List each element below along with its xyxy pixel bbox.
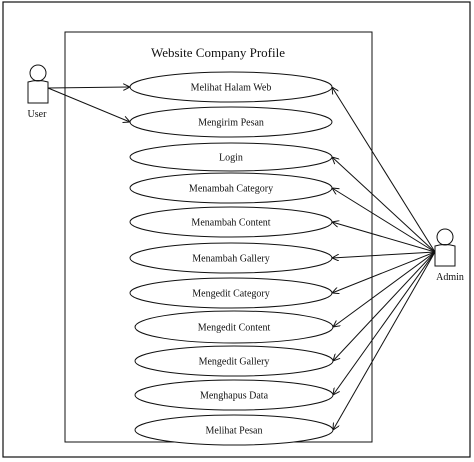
- use-case-mengedit-gallery: Mengedit Gallery: [134, 345, 334, 377]
- use-case-menambah-gallery: Menambah Gallery: [129, 242, 333, 274]
- use-case-melihat-pesan: Melihat Pesan: [134, 414, 334, 446]
- actor-user-label: User: [28, 109, 48, 120]
- use-case-ellipse: [129, 206, 333, 238]
- admin-head-icon: [436, 228, 454, 246]
- use-case-ellipse: [134, 379, 334, 411]
- association-admin-menghapus-data: [333, 251, 436, 395]
- use-case-mengedit-content: Mengedit Content: [134, 310, 334, 344]
- use-case-menambah-category: Menambah Category: [129, 172, 333, 204]
- association-admin-melihat-halam-web: [332, 87, 436, 253]
- use-case-menambah-content: Menambah Content: [129, 206, 333, 238]
- use-case-ellipse: [129, 172, 333, 204]
- use-case-label: Mengedit Content: [198, 323, 271, 334]
- association-admin-mengedit-category: [332, 251, 436, 293]
- association-admin-mengedit-gallery: [333, 251, 436, 361]
- use-case-ellipse: [129, 277, 333, 309]
- use-case-label: Mengedit Category: [192, 289, 269, 300]
- association-admin-menambah-category: [332, 188, 436, 253]
- actor-admin-label: Admin: [436, 272, 464, 283]
- use-case-melihat-halam-web: Melihat Halam Web: [129, 71, 333, 103]
- use-case-label: Melihat Halam Web: [191, 83, 272, 94]
- use-case-label: Menambah Content: [191, 218, 270, 229]
- association-user-mengirim-pesan: [47, 87, 130, 122]
- actor-admin: Admin: [434, 228, 464, 283]
- use-case-ellipse: [129, 71, 333, 103]
- association-lines: [47, 87, 436, 430]
- use-case-ellipse: [134, 414, 334, 446]
- use-case-mengedit-category: Mengedit Category: [129, 277, 333, 309]
- use-case-ellipse: [134, 345, 334, 377]
- use-case-login: Login: [129, 142, 333, 172]
- use-case-label: Menambah Gallery: [192, 254, 269, 265]
- use-case-ellipse: [129, 142, 333, 172]
- use-case-label: Menghapus Data: [200, 391, 269, 402]
- outer-frame: [2, 1, 471, 458]
- use-case-ellipse: [134, 310, 334, 344]
- association-user-melihat-halam-web: [47, 87, 130, 88]
- association-admin-melihat-pesan: [333, 251, 436, 430]
- use-case-label: Login: [219, 153, 243, 164]
- system-title: Website Company Profile: [151, 45, 285, 60]
- association-admin-login: [332, 157, 436, 253]
- use-case-label: Mengirim Pesan: [198, 118, 264, 129]
- user-head-icon: [29, 64, 47, 82]
- admin-body-icon: [434, 244, 456, 267]
- use-case-ellipse: [129, 106, 333, 138]
- association-admin-menambah-content: [332, 222, 436, 253]
- use-case-label: Menambah Category: [189, 184, 273, 195]
- association-admin-menambah-gallery: [332, 251, 436, 258]
- association-admin-mengedit-content: [333, 251, 436, 327]
- use-case-label: Melihat Pesan: [206, 426, 263, 437]
- use-case-ellipse: [129, 242, 333, 274]
- use-case-label: Mengedit Gallery: [199, 357, 270, 368]
- use-case-menghapus-data: Menghapus Data: [134, 379, 334, 411]
- use-case-mengirim-pesan: Mengirim Pesan: [129, 106, 333, 138]
- user-body-icon: [27, 80, 49, 104]
- actor-user: User: [27, 64, 49, 120]
